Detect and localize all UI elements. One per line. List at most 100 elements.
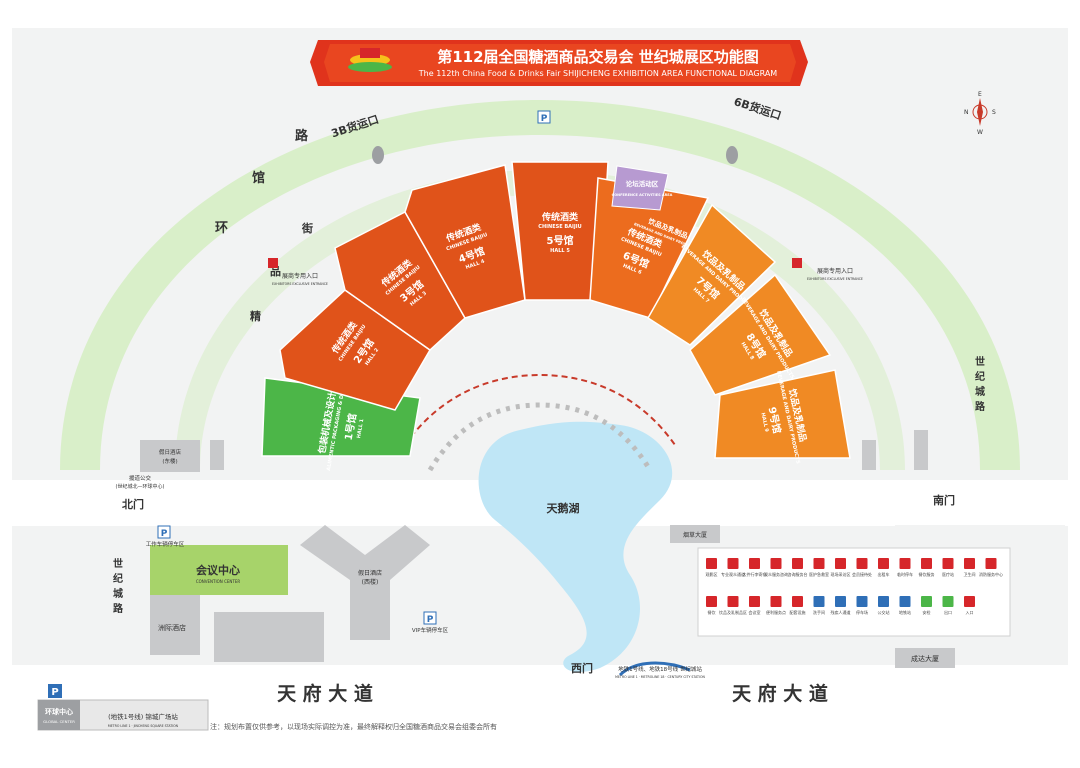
century-station[interactable]: 地铁1号线、地铁18号线 世纪城站 METRO LINE 1 · METROLI… xyxy=(615,661,705,679)
activity-area-label: 论坛活动区 xyxy=(626,179,659,188)
legend-label: 观影区 xyxy=(706,571,718,577)
hall-9-name-en: HALL 9 xyxy=(759,412,769,433)
jincheng-station-label: (地铁1号线) 锦城广场站 xyxy=(108,712,178,721)
legend-icon xyxy=(856,596,868,607)
small-building-1 xyxy=(210,440,224,470)
convention-center-label-en: CONVENTION CENTER xyxy=(196,579,241,584)
activity-area-label-en: CONFERENCE ACTIVITIES AREA xyxy=(612,193,673,197)
legend-item: 大件行李寄存 xyxy=(743,558,767,577)
chengda-building xyxy=(895,648,955,668)
legend-item: 会议室 xyxy=(749,596,761,615)
fair-logo-icon xyxy=(348,48,392,72)
road-shijicheng-r-4: 路 xyxy=(975,400,986,413)
road-huanguan-2: 馆 xyxy=(252,170,265,186)
legend-label: 医疗站 xyxy=(942,571,954,577)
road-shijicheng-r-1: 世 xyxy=(975,355,985,368)
top-parking-icon xyxy=(537,110,551,124)
legend-item: 配套设施 xyxy=(790,596,806,615)
legend-item: 残疾人通道 xyxy=(831,596,851,615)
north-gate-label: 北门 xyxy=(122,497,144,511)
exhibitor-entrance-right[interactable]: 展商专用入口 EXHIBITORS EXCLUSIVE ENTRANCE xyxy=(792,258,863,281)
legend-item: 餐饮服务 xyxy=(919,558,935,577)
exhibitor-entrance-left[interactable]: 展商专用入口 EXHIBITORS EXCLUSIVE ENTRANCE xyxy=(268,258,328,286)
legend-icon xyxy=(770,558,782,569)
convention-center[interactable]: 会议中心 CONVENTION CENTER 洲际酒店 xyxy=(150,545,324,662)
legend-icon xyxy=(706,596,717,607)
legend-icon xyxy=(727,558,739,569)
legend-item: 医护急救室 xyxy=(809,558,829,577)
road-shijicheng-r-2: 纪 xyxy=(975,370,985,383)
legend-item: 安检 xyxy=(921,596,932,615)
road-jingpin-1: 精 xyxy=(250,309,261,323)
road-shijicheng-l-2: 纪 xyxy=(113,572,123,585)
road-shijicheng-r-3: 城 xyxy=(975,385,985,398)
chengda-label: 成达大厦 xyxy=(911,654,939,663)
legend-icon xyxy=(878,596,889,607)
vip-parking-label: VIP车辆停车区 xyxy=(412,626,449,634)
work-parking-symbol: P xyxy=(161,529,168,539)
legend-item: 入口 xyxy=(964,596,975,615)
legend-icon xyxy=(727,596,739,607)
yancao-label: 烟草大厦 xyxy=(683,531,707,539)
legend-label: 会员接待处 xyxy=(852,571,872,577)
legend-label: 出租车 xyxy=(878,571,890,577)
road-shijicheng-l-1: 世 xyxy=(113,557,123,570)
hall-1-name-en: HALL 1 xyxy=(356,418,365,439)
legend-item: 出口 xyxy=(942,596,954,615)
small-building-3 xyxy=(914,430,928,470)
legend-icon xyxy=(942,596,954,607)
legend-label: 安检 xyxy=(923,609,931,615)
activity-area[interactable]: 论坛活动区 CONFERENCE ACTIVITIES AREA xyxy=(611,165,673,211)
legend-label: 出口 xyxy=(944,609,952,615)
dashed-walkway-red xyxy=(404,373,676,446)
legend-panel: 观影区专业观众通道大件行李寄存观众服务咨询咨询服务台医护急救室现场采访区会员接待… xyxy=(697,547,1011,637)
holiday-west-sub: (西楼) xyxy=(362,578,379,586)
holiday-inn-east[interactable]: 假日酒店 (东楼) xyxy=(140,440,200,472)
hall-5-category: 传统酒类 xyxy=(541,211,579,223)
legend-label: 配套设施 xyxy=(790,609,806,615)
legend-icon xyxy=(835,596,846,607)
map-title: 第112届全国糖酒商品交易会 世纪城展区功能图 xyxy=(437,48,759,66)
exhibitor-entrance-right-label-en: EXHIBITORS EXCLUSIVE ENTRANCE xyxy=(807,277,863,281)
work-parking-label: 工作车辆停车区 xyxy=(146,540,185,548)
swan-lake xyxy=(478,421,673,673)
legend-icon xyxy=(921,558,932,569)
hall-4-shape xyxy=(404,164,526,319)
legend-label: 残疾人通道 xyxy=(831,609,851,615)
hall-9-shape xyxy=(714,369,851,459)
road-jingpin-2: 品 xyxy=(270,265,281,278)
legend-item: 停车场 xyxy=(856,596,868,615)
global-center-panel[interactable]: 环球中心 GLOBAL CENTER (地铁1号线) 锦城广场站 METRO L… xyxy=(37,684,209,731)
metro-icon xyxy=(618,661,691,677)
legend-icon xyxy=(899,596,911,607)
legend-icon xyxy=(985,558,997,569)
legend-icon xyxy=(835,558,846,569)
legend-item: 出租车 xyxy=(878,558,890,577)
legend-label: 餐饮 xyxy=(708,609,716,615)
legend-label: 停车场 xyxy=(856,609,868,615)
convention-center-label: 会议中心 xyxy=(196,563,240,577)
holiday-inn-west[interactable]: 假日酒店 (西楼) xyxy=(300,525,430,640)
road-shijicheng-l-4: 路 xyxy=(113,602,124,615)
legend-icon xyxy=(964,596,975,607)
hall-5-category-en: CHINESE BAIJIU xyxy=(538,224,581,230)
vip-parking-icon xyxy=(423,611,437,625)
legend-label: 观众服务咨询 xyxy=(764,571,788,577)
road-shijicheng-l-3: 城 xyxy=(113,587,123,600)
vip-parking-symbol: P xyxy=(427,615,434,625)
legend-item: 洗手间 xyxy=(813,596,825,615)
legend-item: 咨询服务台 xyxy=(788,558,808,577)
legend-label: 洗手间 xyxy=(813,609,825,615)
road-huanguan-1: 环 xyxy=(215,221,228,236)
top-parking-symbol: P xyxy=(541,114,548,124)
disclaimer-note: 注：规划布置仅供参考，以现场实际调控为准，最终解释权归全国糖酒商品交易会组委会所… xyxy=(210,723,497,731)
